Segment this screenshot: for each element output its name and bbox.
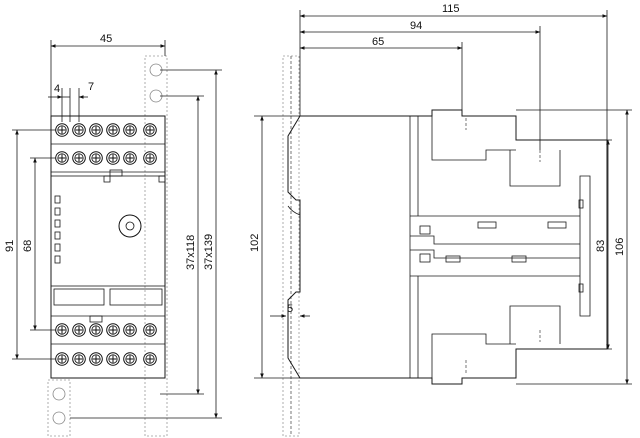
front-view: 45 4 7 91 68	[4, 33, 222, 437]
side-view: 115 94 65 102 5	[249, 3, 632, 437]
label-field-right	[109, 288, 163, 306]
bottom-terminal-block	[51, 315, 165, 366]
dim-side-115: 115	[299, 3, 608, 140]
side-housing	[287, 109, 608, 385]
dim-side-65: 65	[299, 36, 463, 110]
dim-label-94: 94	[410, 20, 422, 32]
bottom-plug	[431, 305, 561, 378]
dim-label-115: 115	[442, 3, 460, 15]
dim-side-102: 102	[249, 115, 300, 379]
dim-label-106: 106	[614, 238, 626, 256]
led-column	[54, 195, 61, 264]
top-terminal-block	[51, 123, 165, 173]
dim-front-width: 45	[50, 33, 166, 116]
dim-label-7: 7	[88, 81, 94, 93]
din-rail-front	[47, 55, 168, 437]
dim-label-37x139: 37x139	[203, 234, 215, 270]
front-face	[50, 169, 166, 306]
dim-terminal-pitch: 4 7	[48, 81, 94, 122]
label-field-left	[53, 288, 105, 306]
dim-label-45: 45	[100, 33, 112, 45]
din-rail-side	[282, 55, 300, 437]
dim-label-91: 91	[4, 240, 16, 252]
dim-front-37x139: 37x139	[70, 69, 222, 419]
dim-side-5: 5	[270, 303, 310, 318]
side-body-detail	[287, 116, 591, 378]
dim-label-37x118: 37x118	[185, 235, 197, 270]
dim-side-83: 83	[560, 139, 612, 350]
dim-front-68: 68	[22, 157, 56, 331]
dim-front-91: 91	[4, 129, 56, 360]
dim-side-94: 94	[299, 20, 541, 150]
dim-label-4: 4	[54, 83, 60, 95]
dim-front-37x118: 37x118	[160, 95, 204, 395]
dim-label-102: 102	[249, 234, 261, 252]
dim-side-106: 106	[516, 109, 632, 385]
dim-label-68: 68	[22, 240, 34, 252]
dim-label-5: 5	[287, 303, 293, 315]
dim-label-83: 83	[595, 240, 607, 252]
top-plug	[431, 116, 561, 187]
dim-label-65: 65	[372, 36, 384, 48]
